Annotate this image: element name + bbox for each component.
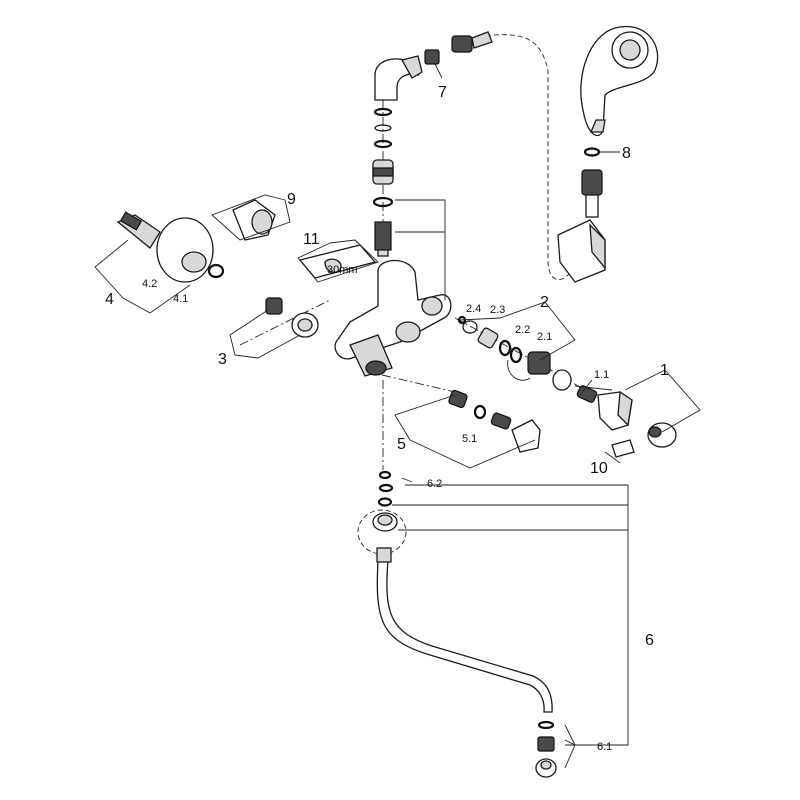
callout-3: 3 bbox=[218, 351, 227, 368]
leader-3 bbox=[229, 309, 301, 359]
leader-diverter bbox=[395, 199, 446, 300]
spout-o-ring-1 bbox=[378, 470, 392, 480]
callout-1-1: 1.1 bbox=[594, 369, 609, 381]
callout-2-3: 2.3 bbox=[490, 304, 505, 316]
aerator-washer bbox=[537, 720, 555, 730]
spout-axis-line bbox=[381, 374, 456, 393]
callout-10: 10 bbox=[590, 460, 608, 477]
hose-connector bbox=[424, 31, 493, 65]
callout-2-1: 2.1 bbox=[537, 331, 552, 343]
cartridge-washer bbox=[462, 320, 478, 334]
leader-2 bbox=[459, 301, 576, 361]
shower-elbow bbox=[374, 55, 423, 101]
leader-9 bbox=[211, 194, 291, 241]
leader-11 bbox=[297, 239, 379, 283]
headpart-cartridge bbox=[507, 351, 551, 381]
hose-nut bbox=[581, 169, 603, 218]
headpart-o-ring bbox=[498, 339, 512, 357]
leader-1-1 bbox=[579, 379, 593, 396]
callout-8: 8 bbox=[622, 145, 631, 162]
callout-5: 5 bbox=[397, 436, 406, 453]
aerator-housing bbox=[535, 758, 557, 778]
leader-4 bbox=[94, 239, 191, 314]
wall-cover bbox=[232, 199, 276, 241]
callout-1: 1 bbox=[660, 362, 669, 379]
elbow-washer-1 bbox=[373, 107, 393, 117]
cap-removal-tool bbox=[611, 439, 635, 458]
diverter-o-ring bbox=[372, 196, 394, 208]
callout-2-2: 2.2 bbox=[515, 324, 530, 336]
handle-spindle-extension bbox=[576, 385, 598, 403]
headpart-spindle bbox=[477, 327, 499, 349]
callout-4-2: 4.2 bbox=[142, 278, 157, 290]
escutcheon bbox=[156, 217, 214, 283]
s-union bbox=[116, 211, 161, 249]
shower-holder bbox=[557, 219, 606, 283]
leader-7 bbox=[434, 63, 443, 79]
leader-6-1 bbox=[564, 724, 576, 769]
callout-4: 4 bbox=[105, 291, 114, 308]
headpart-seal bbox=[509, 346, 523, 364]
handle bbox=[597, 390, 633, 431]
spout-washer bbox=[377, 497, 393, 507]
aerator-insert bbox=[537, 736, 555, 752]
diverter-insert bbox=[374, 221, 392, 257]
hand-shower-washer bbox=[583, 147, 601, 157]
callout-4-1: 4.1 bbox=[173, 293, 188, 305]
leader-1 bbox=[574, 369, 701, 433]
spout-nut bbox=[372, 512, 398, 532]
spout-pipe bbox=[376, 547, 553, 713]
diverter-sleeve bbox=[372, 159, 394, 185]
spout-o-ring-2 bbox=[378, 483, 394, 493]
callout-6-2: 6.2 bbox=[427, 478, 442, 490]
mixer-body bbox=[334, 259, 452, 377]
elbow-washer-3 bbox=[373, 139, 393, 149]
callout-9: 9 bbox=[287, 191, 296, 208]
callout-7: 7 bbox=[438, 84, 447, 101]
assembly-tool bbox=[298, 244, 377, 279]
escutcheon-washer bbox=[207, 263, 225, 279]
hand-shower bbox=[580, 25, 659, 137]
leader-5 bbox=[394, 394, 536, 469]
connection-nut bbox=[265, 297, 319, 338]
callout-2-4: 2.4 bbox=[466, 303, 481, 315]
callout-5-1: 5.1 bbox=[462, 433, 477, 445]
callout-2: 2 bbox=[540, 294, 549, 311]
tool-dimension-label: 30mm bbox=[327, 264, 358, 276]
callout-6: 6 bbox=[645, 632, 654, 649]
indicator-cap bbox=[647, 422, 677, 448]
callout-6-1: 6.1 bbox=[597, 741, 612, 753]
spindle-set bbox=[448, 389, 541, 453]
handle-adapter-ring bbox=[552, 369, 572, 391]
elbow-washer-2 bbox=[374, 124, 392, 132]
shower-hose-path bbox=[469, 34, 581, 280]
leader-10 bbox=[604, 451, 621, 464]
leader-6-2 bbox=[401, 477, 413, 483]
leader-6 bbox=[392, 484, 629, 746]
callout-11: 11 bbox=[303, 231, 320, 248]
